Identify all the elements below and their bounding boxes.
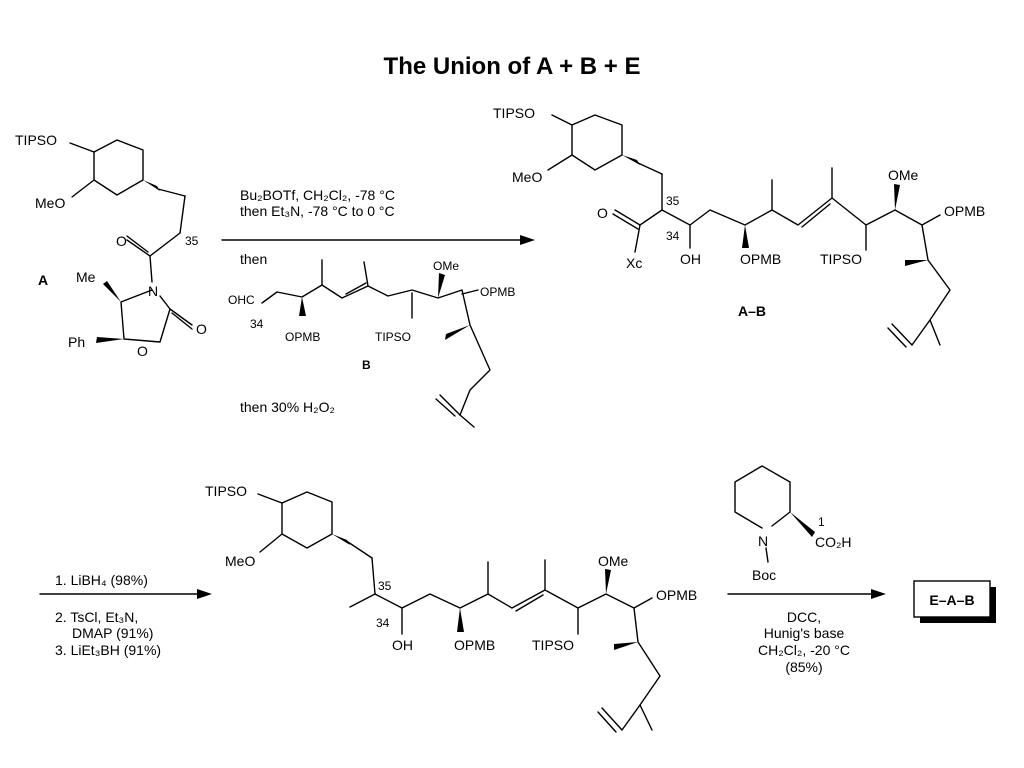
step2-step1: 1. LiBH₄ (98%) [55, 572, 148, 588]
ab-opmb1-label: OPMB [740, 251, 781, 267]
a-tipso-label: TIPSO [15, 132, 57, 148]
e-nitrogen-label: N [758, 533, 768, 549]
step1-arrowhead [520, 235, 535, 245]
ab-ome-label: OMe [888, 167, 919, 183]
step3-arrowhead [871, 589, 886, 599]
c-tipso-label: TIPSO [205, 483, 247, 499]
ab-opmb2-label: OPMB [944, 203, 985, 219]
c-opmb1-label: OPMB [454, 637, 495, 653]
c-c34-label: 34 [376, 616, 390, 630]
step2-step2a: 2. TsCl, Et₃N, [55, 609, 138, 625]
ab-oh-label: OH [680, 251, 701, 267]
step1-then: then [240, 251, 267, 267]
ab-xc-label: Xc [626, 255, 642, 271]
a-ring-oxygen-label: O [137, 343, 148, 359]
step3-line4: (85%) [785, 659, 822, 675]
scheme-title: The Union of A + B + E [384, 53, 641, 80]
product-label: E–A–B [929, 592, 974, 608]
b-opmb1-label: OPMB [285, 330, 320, 344]
a-ph-label: Ph [68, 334, 85, 350]
c-oh-label: OH [392, 637, 413, 653]
a-me-label: Me [76, 269, 96, 285]
step2-step3: 3. LiEt₃BH (91%) [55, 642, 161, 658]
c-c35-label: 35 [378, 579, 392, 593]
c-ome-label: OMe [598, 553, 629, 569]
a-carbonyl-oxygen-label: O [196, 321, 207, 337]
compound-b-name: B [362, 358, 371, 372]
ab-meo-label: MeO [512, 169, 542, 185]
ab-tipso-label: TIPSO [493, 105, 535, 121]
e-c1-label: 1 [818, 515, 825, 529]
c-tipso2-label: TIPSO [532, 637, 574, 653]
b-c34-label: 34 [250, 317, 264, 331]
b-tipso-label: TIPSO [375, 330, 411, 344]
a-nitrogen-label: N [148, 283, 158, 299]
product-box [913, 580, 991, 618]
a-c35-label: 35 [185, 234, 199, 248]
compound-a-name: A [38, 272, 48, 288]
compound-ab-name: A–B [738, 303, 766, 319]
compound-ab-structure [547, 114, 951, 348]
compound-a-structure [69, 139, 193, 343]
compound-b-structure [261, 259, 491, 428]
step3-line3: CH₂Cl₂, -20 °C [758, 642, 850, 658]
ab-c34-label: 34 [666, 229, 680, 243]
c-opmb2-label: OPMB [656, 587, 697, 603]
step3-line1: DCC, [787, 609, 821, 625]
compound-e-structure [734, 465, 815, 563]
ab-tipso2-label: TIPSO [820, 251, 862, 267]
c-meo-label: MeO [225, 553, 255, 569]
b-ome-label: OMe [433, 259, 459, 273]
step1-conditions-line2: then Et₃N, -78 °C to 0 °C [240, 203, 395, 219]
b-ohc-label: OHC [228, 293, 255, 307]
a-meo-label: MeO [35, 195, 65, 211]
b-opmb2-label: OPMB [480, 285, 515, 299]
ab-oxygen-label: O [597, 205, 608, 221]
step2-arrowhead [197, 589, 212, 599]
step3-line2: Hunig's base [764, 625, 845, 641]
a-oxygen-label: O [116, 233, 127, 249]
ab-c35-label: 35 [666, 194, 680, 208]
step1-conditions-line1: Bu₂BOTf, CH₂Cl₂, -78 °C [240, 187, 395, 203]
compound-c-structure [257, 491, 661, 733]
e-co2h-label: CO₂H [815, 534, 852, 550]
step1-then-h2o2: then 30% H₂O₂ [240, 399, 335, 415]
step2-step2b: DMAP (91%) [72, 625, 153, 641]
e-boc-label: Boc [752, 567, 776, 583]
